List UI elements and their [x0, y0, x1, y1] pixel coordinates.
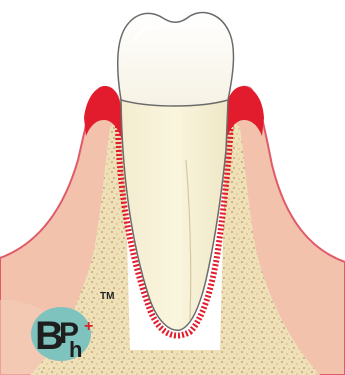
tooth-root [121, 100, 228, 330]
bph-logo: B P h + [29, 303, 99, 363]
logo-letter-h: h [69, 337, 82, 362]
trademark-symbol: TM [100, 291, 114, 302]
tooth-crown [118, 13, 234, 106]
logo-plus: + [84, 318, 93, 335]
